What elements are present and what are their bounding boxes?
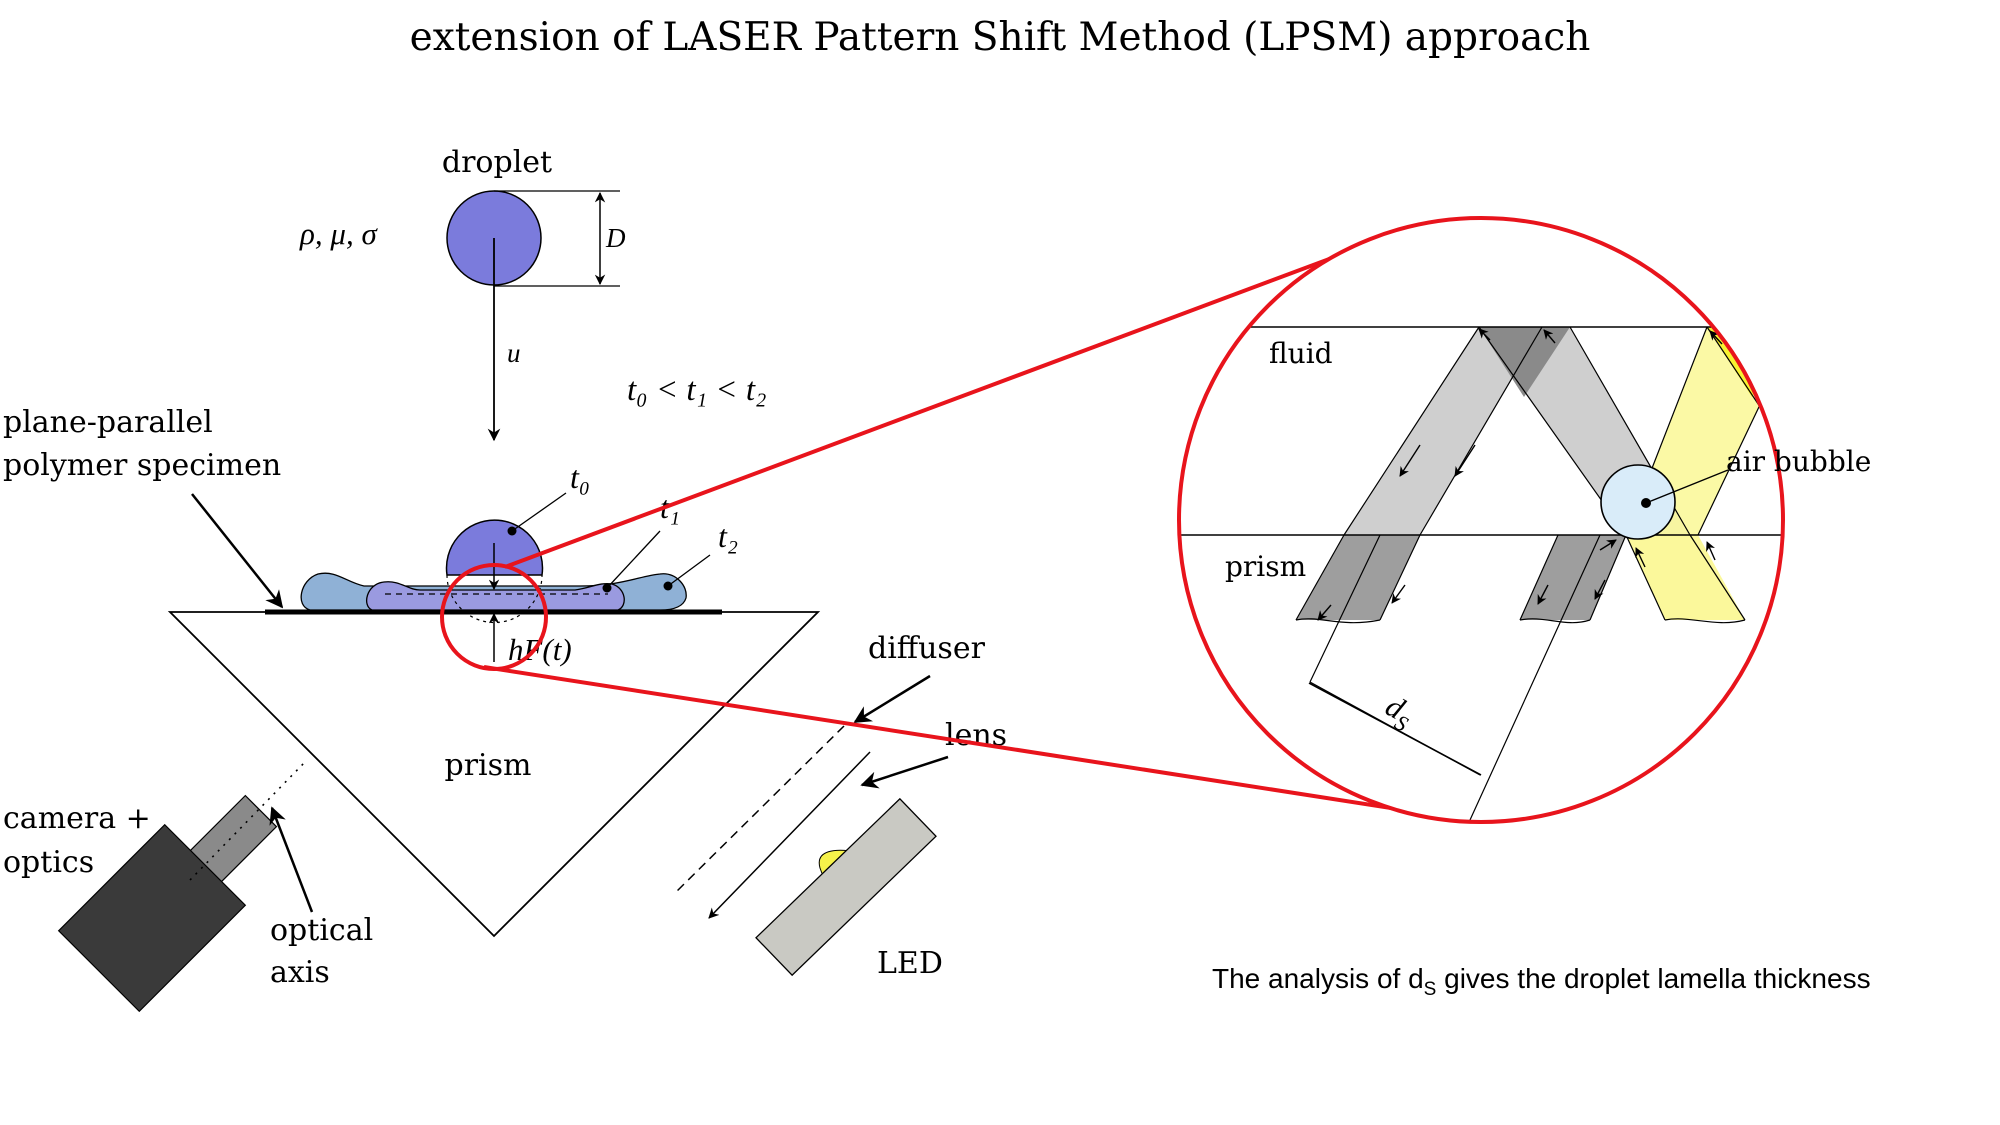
caption: The analysis of dS gives the droplet lam… <box>1212 963 1871 1000</box>
ds-dimension-line <box>1308 682 1482 776</box>
droplet-t0-dotted-outline <box>446 574 543 624</box>
caption-subscript: S <box>1424 979 1437 1000</box>
grey-beam-2-lower <box>1520 535 1626 620</box>
t0-label: t₀ <box>570 459 590 495</box>
t1-leader <box>606 530 661 589</box>
time-order-label: t₀ < t₁ < t₂ <box>627 372 766 408</box>
t1-dot <box>602 583 612 593</box>
diffuser-pointer <box>853 674 931 724</box>
diffuser-label: diffuser <box>868 631 986 666</box>
zoom-fluid-label: fluid <box>1269 337 1333 370</box>
zoom-air-bubble-label: air bubble <box>1726 445 1871 478</box>
lens-pointer <box>860 755 949 789</box>
fluid-properties-label: ρ, μ, σ <box>299 216 378 251</box>
diameter-label: D <box>605 223 626 253</box>
specimen-label-line2: polymer specimen <box>3 448 281 483</box>
grey-beam-1-upper <box>1344 327 1542 535</box>
diagram-title: extension of LASER Pattern Shift Method … <box>410 15 1591 60</box>
caption-suffix: gives the droplet lamella thickness <box>1436 963 1870 994</box>
yellow-beam-2-lower <box>1845 535 1975 620</box>
grey-beam-1-lower <box>1296 535 1420 620</box>
t2-label: t₂ <box>718 518 738 554</box>
prism-label: prism <box>445 748 532 783</box>
lamella-t1 <box>366 581 625 611</box>
zoom-circle <box>1177 216 1785 824</box>
led-body <box>755 797 937 977</box>
zoom-connector-bottom <box>483 665 1482 824</box>
optical-axis-arrow <box>269 806 314 913</box>
t2-leader <box>667 554 711 587</box>
air-bubble-leader <box>1645 469 1729 504</box>
caption-prefix: The analysis of d <box>1212 963 1424 994</box>
droplet-label: droplet <box>442 145 552 180</box>
wavy-cut-grey <box>1295 618 1381 624</box>
velocity-label: u <box>507 338 521 368</box>
grey-beam-overlap <box>1479 327 1570 397</box>
zoom-connector-top <box>504 222 1424 569</box>
specimen-arrow <box>191 493 284 609</box>
specimen-label-line1: plane-parallel <box>3 405 213 440</box>
optical-axis-line <box>189 761 306 881</box>
zoom-view <box>1179 218 1975 822</box>
air-bubble <box>1600 464 1676 540</box>
diffuser <box>674 725 845 894</box>
optical-axis-label-line2: axis <box>270 955 330 990</box>
camera-label-line2: optics <box>3 845 94 880</box>
camera-label-line1: camera + <box>3 801 151 836</box>
t0-leader <box>511 492 567 532</box>
wavy-cut-yellow-2 <box>1888 619 1975 623</box>
camera <box>57 794 278 1013</box>
camera-body <box>57 823 247 1013</box>
t0-dot <box>507 526 517 536</box>
zoom-prism-label: prism <box>1225 550 1306 583</box>
t2-dot <box>663 581 673 591</box>
lens-arrow-line <box>708 751 871 919</box>
wavy-cut-grey-2 <box>1519 618 1591 624</box>
wavy-cut-yellow <box>1664 618 1746 624</box>
led-label: LED <box>877 946 943 981</box>
optical-axis-label-line1: optical <box>270 913 373 948</box>
